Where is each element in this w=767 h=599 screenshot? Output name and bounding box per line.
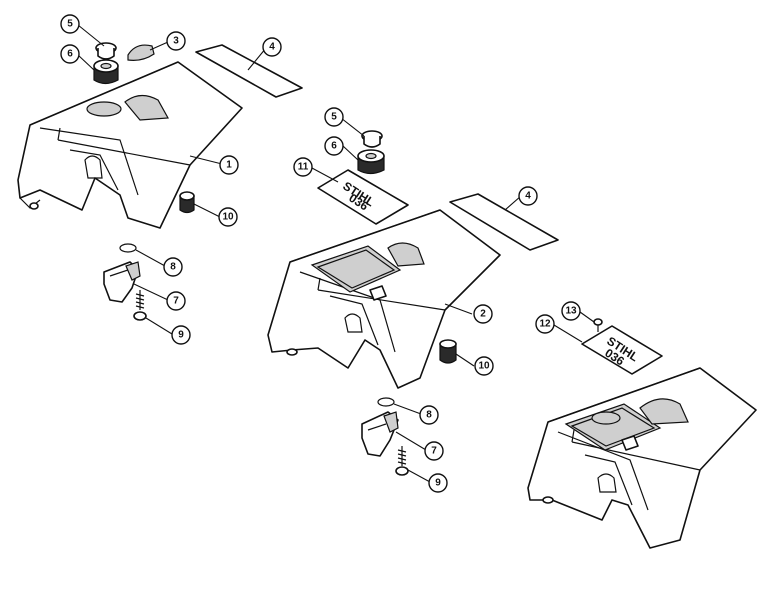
- shroud-middle: [267, 209, 501, 389]
- callout-6b: 6: [324, 136, 344, 156]
- callout-5a-label: 5: [67, 19, 73, 30]
- callout-9b: 9: [428, 473, 448, 493]
- callout-4a: 4: [262, 37, 282, 57]
- pad-middle: [449, 193, 559, 251]
- callout-3: 3: [166, 31, 186, 51]
- callout-13: 13: [561, 301, 581, 321]
- callout-9b-label: 9: [435, 478, 441, 489]
- grommet-left: [93, 59, 119, 85]
- callout-11-label: 11: [298, 162, 309, 173]
- callout-8b: 8: [419, 405, 439, 425]
- callout-4b: 4: [518, 186, 538, 206]
- callout-12-label: 12: [539, 319, 551, 330]
- buffer-middle: [439, 339, 457, 364]
- callout-12: 12: [535, 314, 555, 334]
- shroud-right: [527, 367, 757, 549]
- plate-12: STIHL 036: [581, 325, 663, 375]
- callout-7b: 7: [424, 441, 444, 461]
- callout-9a-label: 9: [178, 330, 184, 341]
- callout-5a: 5: [60, 14, 80, 34]
- buffer-left: [179, 191, 195, 214]
- pad-left: [195, 44, 303, 98]
- plug-middle: [361, 130, 383, 148]
- callout-2-label: 2: [480, 309, 486, 320]
- callout-8b-label: 8: [426, 410, 432, 421]
- oring-left: [119, 243, 137, 253]
- bracket-left: [103, 261, 141, 303]
- cap-3: [127, 44, 155, 61]
- plug-left: [95, 42, 117, 60]
- shroud-left: [17, 61, 243, 229]
- callout-1-label: 1: [226, 160, 232, 171]
- callout-10b-label: 10: [478, 361, 490, 372]
- callout-10a-label: 10: [222, 212, 234, 223]
- plate-11: STIHL 036: [317, 169, 409, 225]
- callout-6a: 6: [60, 44, 80, 64]
- callout-5b: 5: [324, 107, 344, 127]
- callout-8a-label: 8: [170, 262, 176, 273]
- oring-middle: [377, 397, 395, 407]
- callout-1: 1: [219, 155, 239, 175]
- screw-left: [133, 290, 147, 321]
- screw-13: [593, 318, 603, 332]
- callout-10b: 10: [474, 356, 494, 376]
- callout-10a: 10: [218, 207, 238, 227]
- callout-6b-label: 6: [331, 141, 337, 152]
- callout-2: 2: [473, 304, 493, 324]
- callout-7a: 7: [166, 291, 186, 311]
- callout-6a-label: 6: [67, 49, 73, 60]
- callout-8a: 8: [163, 257, 183, 277]
- callout-5b-label: 5: [331, 112, 337, 123]
- callout-13-label: 13: [565, 306, 577, 317]
- callout-3-label: 3: [173, 36, 179, 47]
- grommet-middle: [357, 149, 385, 175]
- screw-middle: [395, 446, 409, 476]
- callout-11: 11: [293, 157, 313, 177]
- callout-7b-label: 7: [431, 446, 437, 457]
- callout-7a-label: 7: [173, 296, 179, 307]
- callout-9a: 9: [171, 325, 191, 345]
- callout-4a-label: 4: [269, 42, 275, 53]
- leader-lines: [77, 24, 595, 483]
- bracket-middle: [361, 411, 399, 457]
- callout-4b-label: 4: [525, 191, 531, 202]
